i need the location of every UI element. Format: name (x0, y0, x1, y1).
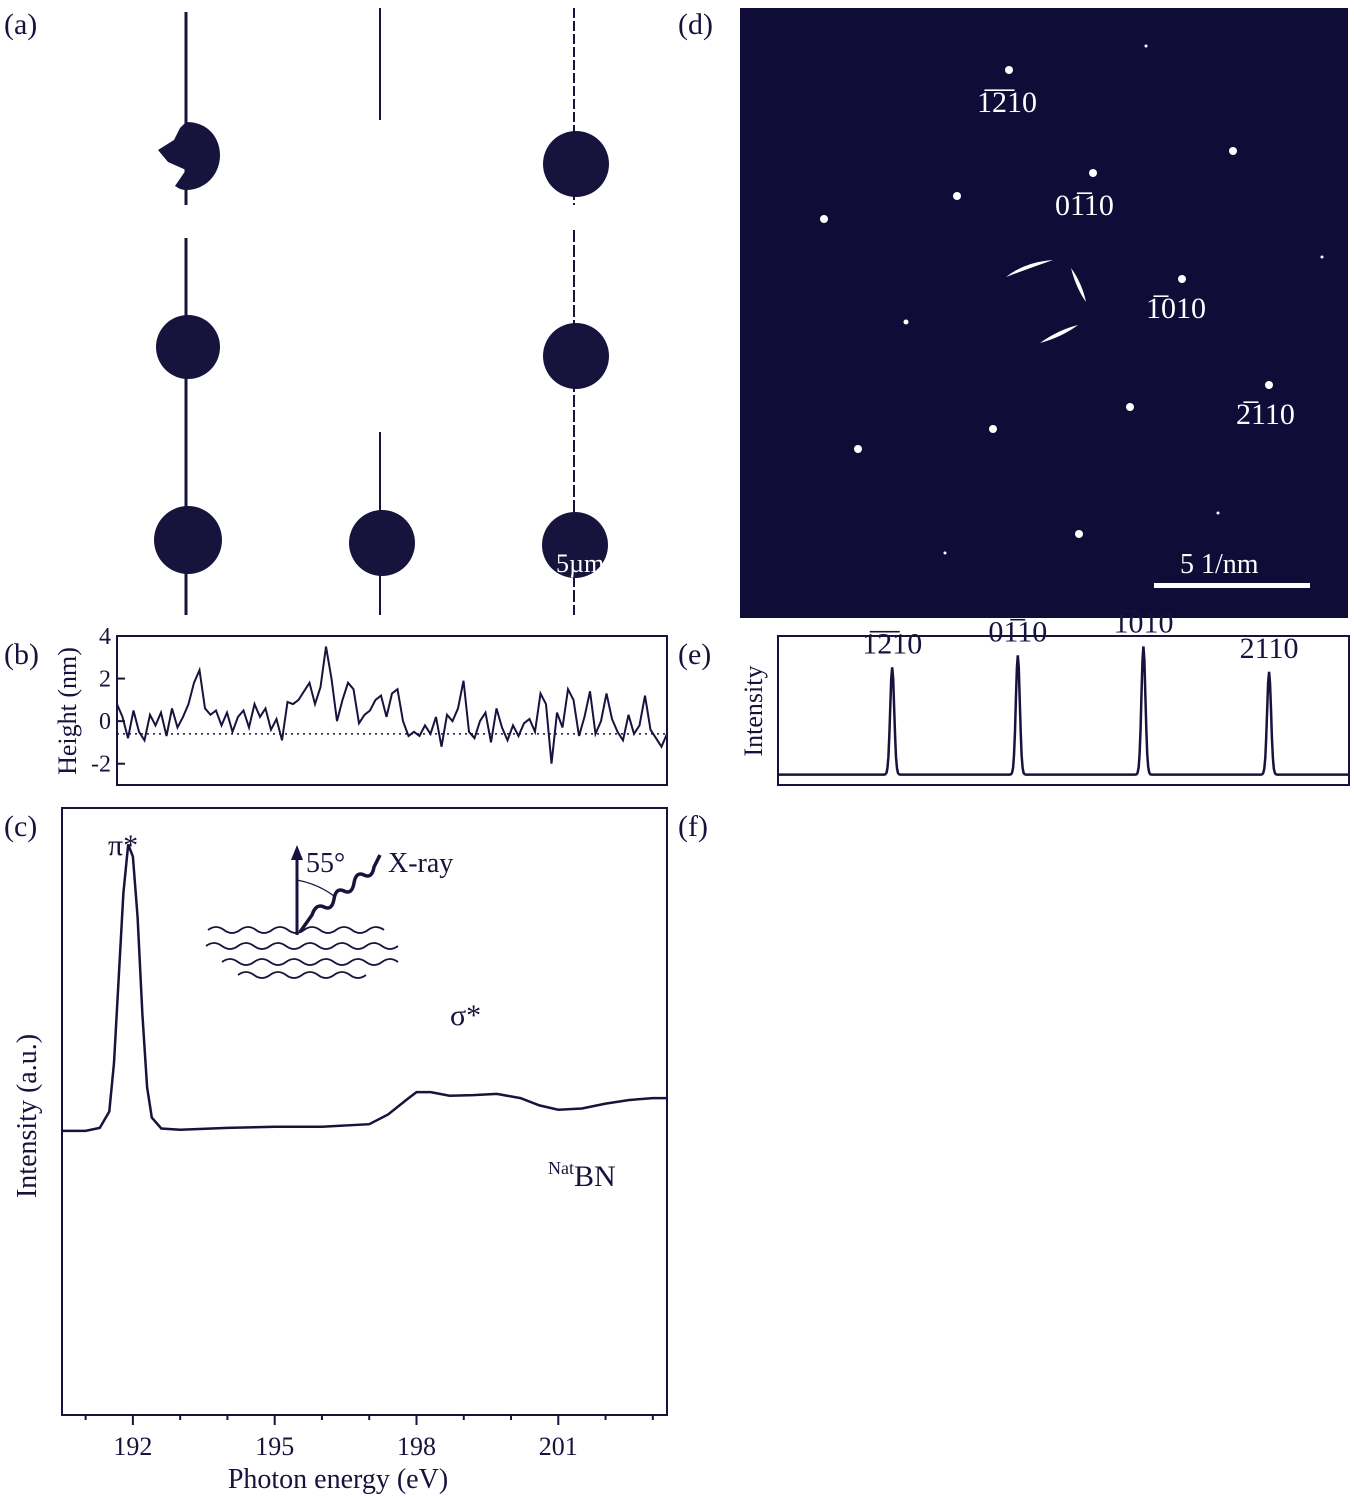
panel-label-a: (a) (4, 8, 38, 41)
xray-beam (298, 854, 382, 934)
circular-pad (542, 512, 608, 578)
y-axis-label-e: Intensity (739, 666, 768, 757)
faint-spot (903, 319, 909, 325)
central-arc (1040, 325, 1078, 343)
peak-label: 1̅2̅10 (862, 627, 922, 660)
circular-pad (543, 131, 609, 197)
diffraction-spot (1089, 169, 1097, 177)
diffraction-spot (1229, 147, 1237, 155)
series-label-superscript: Nat (548, 1158, 574, 1178)
height-profile-chart: 4 2 0 -2 Height (nm) (53, 624, 668, 786)
partial-pad (158, 122, 220, 190)
pi-star-annotation: π* (108, 829, 138, 862)
x-tick-label: 201 (539, 1432, 578, 1461)
xray-label: X-ray (388, 848, 453, 879)
series-label-main: BN (574, 1160, 616, 1193)
spot-label: 1̅2̅10 (977, 86, 1037, 119)
micrograph-panel-a: 5µm (154, 8, 609, 615)
spot-label: 2̅110 (1236, 398, 1295, 431)
series-label-nat-bn: NatBN (548, 1158, 616, 1193)
diffraction-background (740, 8, 1348, 618)
x-tick-label: 192 (113, 1432, 152, 1461)
diffraction-spot (953, 192, 961, 200)
nexafs-spectrum-chart: 192 195 198 201 Photon energy (eV) Intensit… (12, 807, 668, 1495)
x-ticks-c: 192 195 198 201 (84, 1415, 654, 1461)
diffraction-spot (1126, 403, 1134, 411)
diffraction-spot (1178, 275, 1186, 283)
circular-pad (349, 510, 415, 576)
x-tick-label: 198 (397, 1432, 436, 1461)
faint-spot (943, 551, 947, 555)
diffraction-panel-d: 1̅2̅10 01̅10 1̅010 2̅110 5 1/nm (740, 8, 1348, 618)
faint-spot (1216, 511, 1220, 515)
intensity-profile-line (778, 646, 1349, 776)
scale-bar-d (1154, 583, 1310, 588)
panel-label-c: (c) (4, 810, 38, 843)
bn-sheet-sketch (205, 926, 399, 979)
y-tick-label: -2 (91, 752, 111, 778)
scale-bar-label-d: 5 1/nm (1180, 549, 1259, 580)
spot-label: 01̅10 (1055, 189, 1114, 222)
plot-frame-e (777, 635, 1350, 786)
panel-label-e: (e) (678, 638, 712, 671)
diffraction-spot (820, 215, 828, 223)
y-axis-label-b: Height (nm) (53, 647, 82, 775)
diffraction-spot (854, 445, 862, 453)
peak-label: 2̅110 (1240, 632, 1299, 665)
spot-label: 1̅010 (1146, 292, 1206, 325)
circular-pad (154, 506, 222, 574)
y-axis-label-c: Intensity (a.u.) (12, 1034, 43, 1198)
peak-labels-e: 1̅2̅10 01̅10 1̅010 2̅110 (862, 606, 1298, 664)
arrowhead-icon (291, 845, 303, 860)
angle-arc (296, 879, 335, 897)
x-axis-label-c: Photon energy (eV) (228, 1464, 448, 1495)
circular-pad (543, 323, 609, 389)
y-tick-label: 0 (99, 709, 111, 735)
diffraction-spot (989, 425, 997, 433)
panel-label-f: (f) (678, 810, 708, 843)
xray-geometry-inset: 55° X-ray (205, 845, 453, 979)
diffraction-spot (1005, 66, 1013, 74)
panel-label-b: (b) (4, 638, 39, 671)
sigma-star-annotation: σ* (450, 999, 481, 1032)
peak-label: 01̅10 (988, 615, 1047, 648)
faint-spot (1320, 255, 1324, 259)
circular-pad (156, 315, 220, 379)
diffraction-spot (1075, 530, 1083, 538)
angle-label: 55° (306, 848, 345, 879)
scale-bar-label-a: 5µm (556, 549, 604, 578)
x-tick-label: 195 (255, 1432, 294, 1461)
central-arc (1071, 268, 1086, 302)
y-tick-label: 4 (99, 624, 111, 650)
diffraction-spot (1265, 381, 1273, 389)
y-ticks-b: 4 2 0 -2 (91, 624, 125, 778)
faint-spot (1144, 44, 1148, 48)
peak-label: 1̅010 (1113, 606, 1173, 639)
panel-label-d: (d) (678, 8, 713, 41)
height-profile-line (116, 646, 668, 764)
intensity-profile-chart: 1̅2̅10 01̅10 1̅010 2̅110 Intensity (739, 606, 1350, 786)
plot-frame-c (61, 807, 668, 1416)
plot-frame-b (116, 635, 668, 786)
y-tick-label: 2 (99, 667, 111, 693)
spectrum-line (62, 843, 667, 1133)
